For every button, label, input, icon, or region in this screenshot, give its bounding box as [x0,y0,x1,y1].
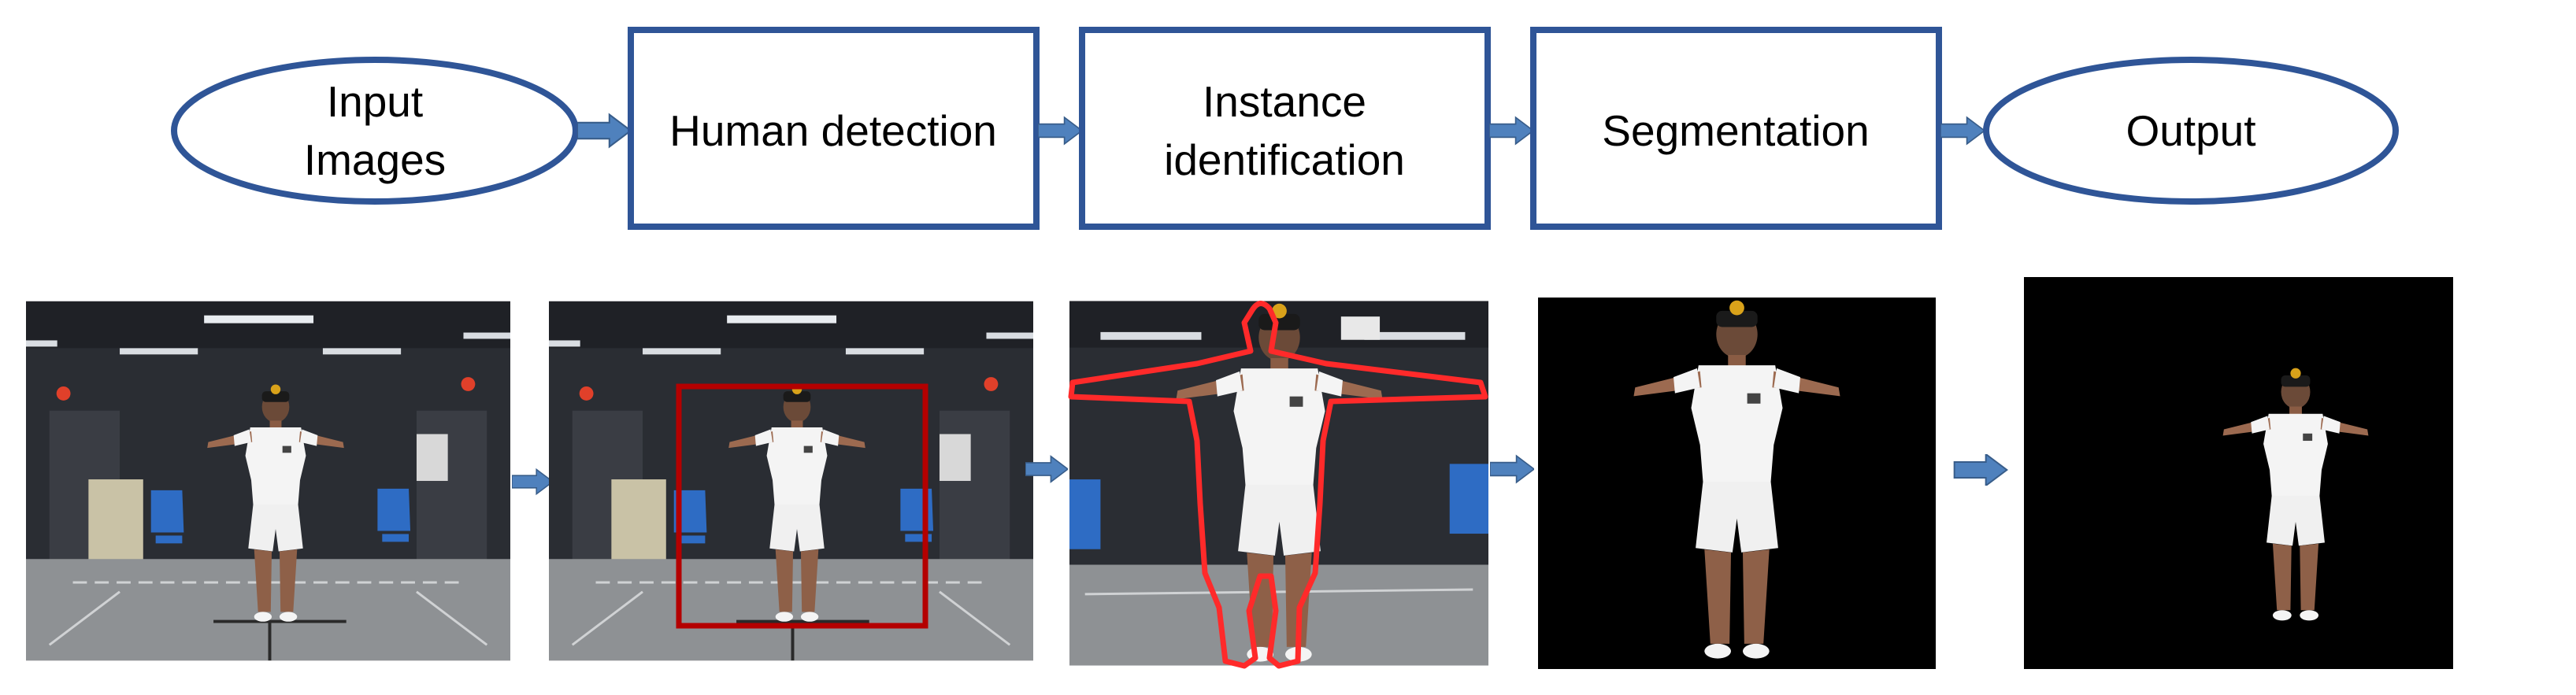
node-input-images [171,57,579,205]
node-instance-label-line1: Instance [1203,77,1366,126]
node-instance-label-line2: identification [1164,135,1405,184]
example-images-row [26,277,2453,669]
node-input-label-line1: Input [327,77,423,126]
person-with-contour-icon [1068,301,1488,669]
flow-arrow-4 [1940,116,1985,145]
row-arrow-3 [1490,455,1534,483]
node-human-detection [628,27,1040,230]
row-arrow-4 [1952,454,2009,486]
node-output [1983,57,2399,205]
photo-segmentation-image [1538,298,1936,669]
node-segmentation [1530,27,1942,230]
node-output-label: Output [2126,106,2255,155]
photo-input-image [26,301,510,661]
photo-detection-image [549,301,1033,661]
photo-instance-image [1068,299,1488,669]
photo-output-image [2024,277,2453,669]
node-instance-identification [1079,27,1491,230]
pipeline-flow: Input Images Human detection Instance id… [171,27,2399,230]
flow-arrow-3 [1489,116,1533,145]
detection-bounding-box [676,383,928,629]
flow-arrow-2 [1038,116,1082,145]
node-segmentation-label: Segmentation [1602,106,1869,155]
node-input-label-line2: Images [304,135,446,184]
flow-arrow-1 [577,113,631,148]
node-human-detection-label: Human detection [669,106,997,155]
row-arrow-1 [512,468,553,495]
